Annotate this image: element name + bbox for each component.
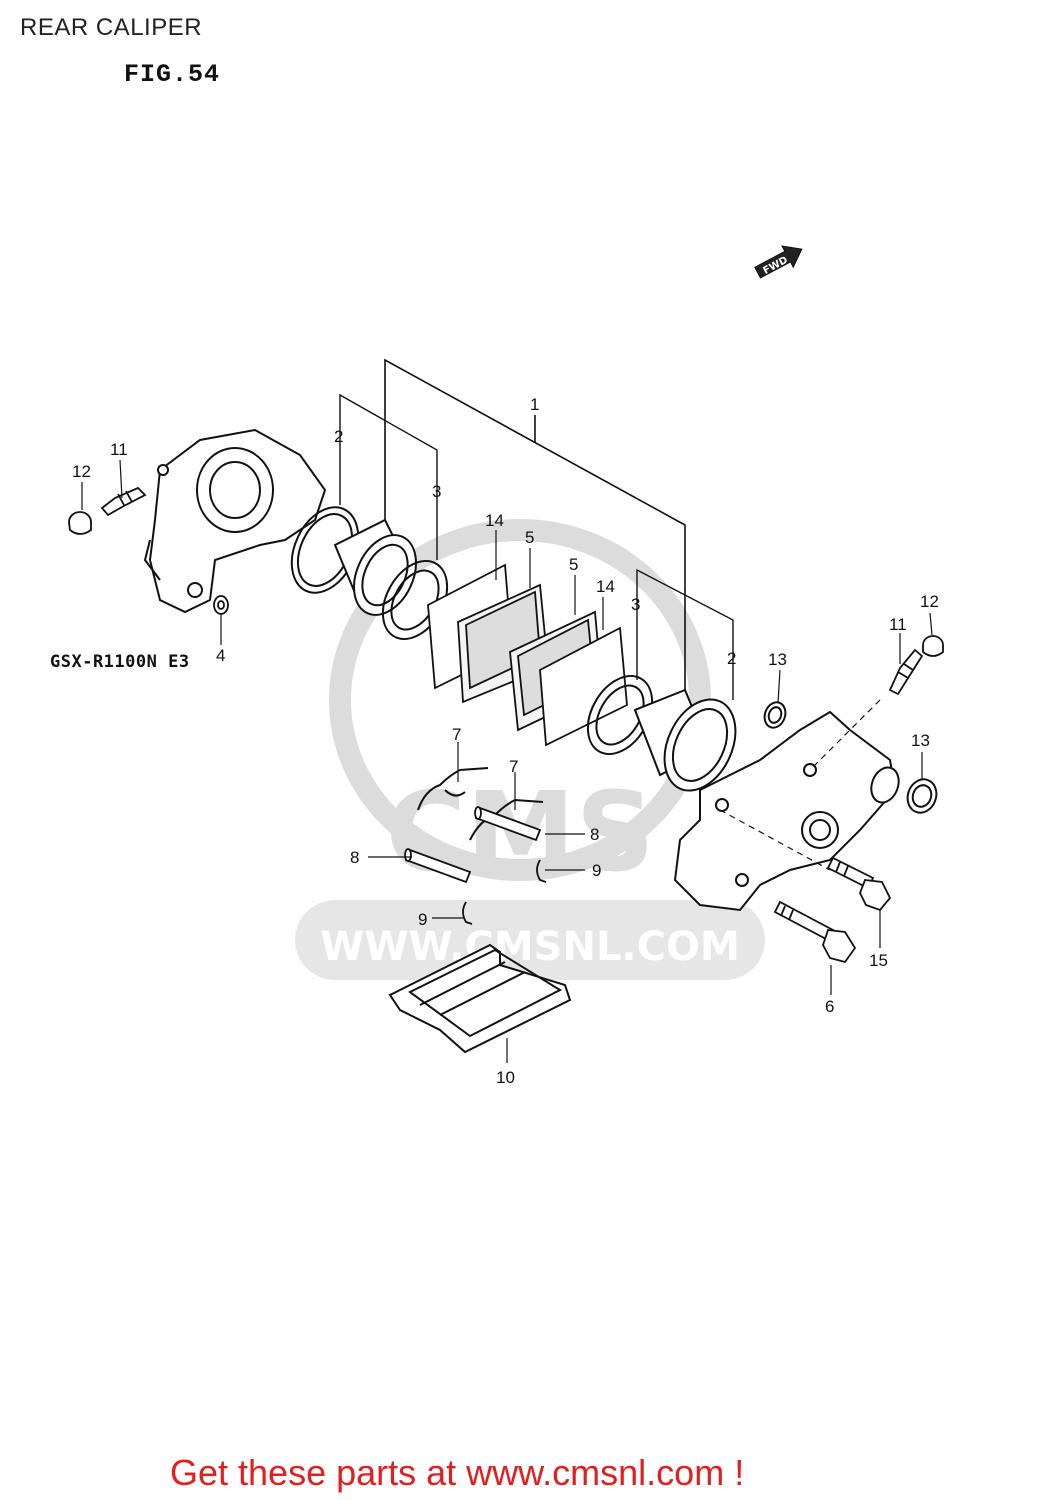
callout-5-left: 5 bbox=[525, 528, 534, 547]
bracket-part-2-3-right bbox=[636, 568, 734, 700]
callout-12-right: 12 bbox=[920, 592, 939, 611]
bracket-part-1 bbox=[384, 358, 686, 700]
callout-8-left: 8 bbox=[350, 848, 359, 867]
o-ring-part-13-right bbox=[906, 778, 938, 814]
callout-13-top: 13 bbox=[768, 650, 787, 669]
bleeder-valve-right bbox=[888, 648, 924, 696]
callout-14-right: 14 bbox=[596, 577, 615, 596]
footer-link[interactable]: Get these parts at www.cmsnl.com ! bbox=[170, 1452, 745, 1493]
pad-spring-part-10 bbox=[388, 943, 572, 1054]
callout-13-right: 13 bbox=[911, 731, 930, 750]
callout-8-right: 8 bbox=[590, 825, 599, 844]
leader-dash-bolts bbox=[719, 809, 831, 871]
page-title: REAR CALIPER bbox=[20, 14, 203, 41]
forward-arrow-icon: FWD bbox=[754, 245, 803, 279]
callout-5-right: 5 bbox=[569, 555, 578, 574]
pad-spring-clip-part-7-left bbox=[417, 767, 489, 811]
callout-15: 15 bbox=[869, 951, 888, 970]
callout-3-left: 3 bbox=[432, 482, 441, 501]
bleeder-cap-right bbox=[922, 635, 944, 657]
washer-part-4 bbox=[213, 595, 229, 615]
model-code: GSX-R1100N E3 bbox=[50, 652, 190, 672]
caliper-right-half bbox=[673, 710, 900, 912]
callout-6: 6 bbox=[825, 997, 834, 1016]
callout-2-right: 2 bbox=[727, 649, 736, 668]
callout-7-right: 7 bbox=[509, 757, 518, 776]
callout-10: 10 bbox=[496, 1068, 515, 1087]
callout-7-left: 7 bbox=[452, 725, 461, 744]
leader-lines bbox=[81, 459, 933, 1063]
callout-11-right: 11 bbox=[889, 615, 907, 634]
callout-9-left: 9 bbox=[418, 910, 427, 929]
callout-9-right: 9 bbox=[592, 861, 601, 880]
callout-12-left: 12 bbox=[72, 462, 91, 481]
callout-2-left: 2 bbox=[334, 427, 343, 446]
bolt-part-15 bbox=[826, 856, 892, 912]
callout-11-left: 11 bbox=[110, 440, 128, 459]
bleeder-valve-left bbox=[100, 486, 147, 517]
clip-part-9-lower bbox=[462, 901, 473, 925]
bracket-part-2-3-left bbox=[339, 393, 438, 560]
pad-pin-part-8-upper bbox=[474, 806, 542, 842]
shim-part-14-right bbox=[539, 626, 628, 747]
watermark-url: WWW.CMSNL.COM bbox=[320, 924, 740, 970]
clip-part-9-upper bbox=[536, 859, 547, 883]
o-ring-part-13-top bbox=[763, 701, 787, 729]
piston-left bbox=[333, 518, 417, 616]
watermark: CMS WWW.CMSNL.COM bbox=[295, 519, 765, 980]
figure-number: FIG.54 bbox=[124, 60, 221, 89]
caliper-left-half bbox=[143, 428, 327, 614]
piston-right bbox=[633, 688, 737, 792]
callout-4: 4 bbox=[216, 646, 225, 665]
bolt-part-6 bbox=[773, 900, 857, 964]
leader-dash-right bbox=[809, 699, 881, 771]
callout-14-left: 14 bbox=[485, 511, 504, 530]
callout-1: 1 bbox=[530, 395, 539, 414]
bleeder-cap-left bbox=[68, 511, 92, 535]
callout-3-right: 3 bbox=[631, 595, 640, 614]
